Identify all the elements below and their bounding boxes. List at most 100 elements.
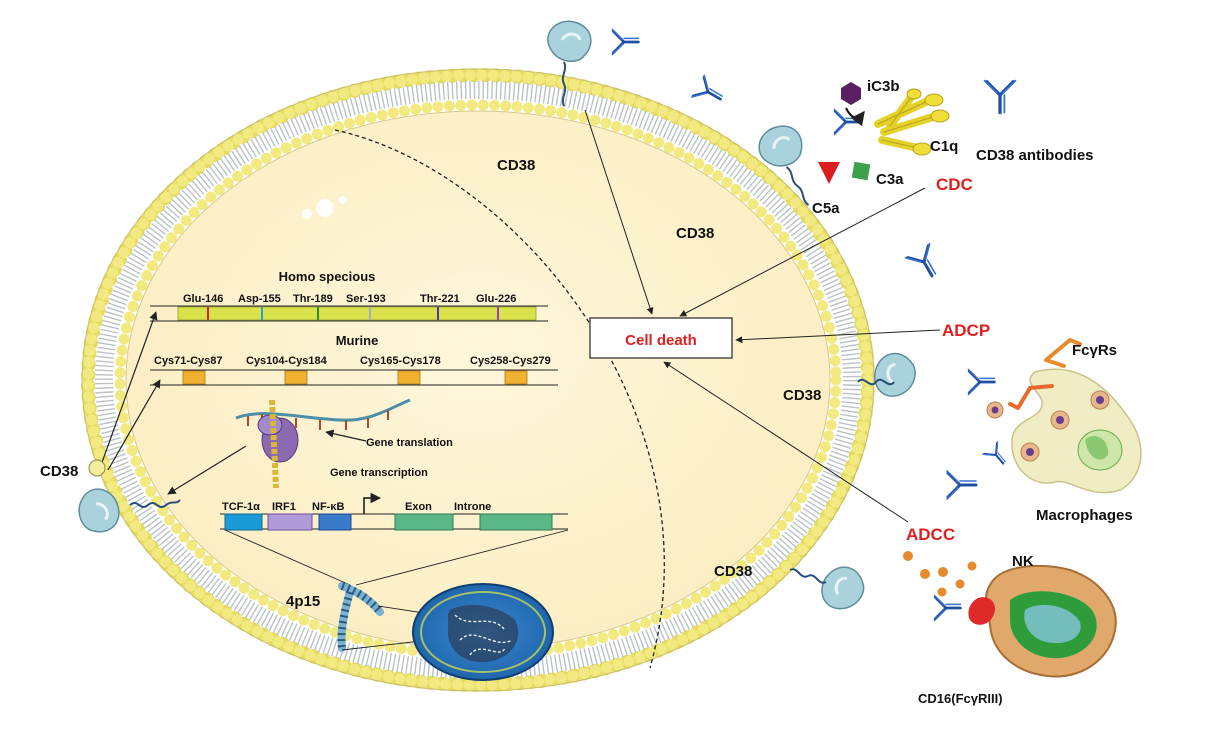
murine-bond: Cys71-Cys87 — [154, 355, 223, 367]
granule-icon — [903, 551, 913, 561]
granule-icon — [938, 567, 948, 577]
antibodies-label: CD38 antibodies — [976, 147, 1094, 164]
rotation-arrow-icon — [845, 107, 865, 127]
ic3b-hexagon-icon — [841, 82, 861, 105]
homo-site: Thr-221 — [420, 293, 460, 305]
zoom-line — [224, 529, 351, 586]
arrow-ribosome-to-receptor — [167, 445, 247, 495]
murine-title: Murine — [336, 333, 379, 348]
cd38-label: CD38 — [714, 563, 752, 580]
homo-site: Glu-226 — [476, 293, 516, 305]
locus-label: 4p15 — [286, 593, 320, 610]
phagosome-icon — [986, 401, 1004, 419]
adcc-label: ADCC — [906, 525, 955, 544]
dashed-boundary — [334, 129, 665, 669]
antibody-icon — [832, 108, 862, 136]
macrophage-cell — [986, 338, 1142, 494]
cdc-label: CDC — [936, 175, 973, 194]
cd16-receptor-icon — [968, 597, 996, 625]
cd38-label: CD38 — [676, 225, 714, 242]
murine-sequence — [150, 369, 558, 386]
membrane-outer-heads — [82, 69, 874, 691]
granule-icon — [937, 587, 947, 597]
adcp-label: ADCP — [942, 321, 990, 340]
gene-translation-label: Gene translation — [366, 437, 453, 449]
cd38-receptor-lower-right — [813, 558, 873, 619]
antibody-icon — [982, 79, 1018, 115]
cell-death-box — [589, 317, 733, 359]
c5a-triangle-icon — [818, 162, 840, 184]
c1q-label: C1q — [930, 138, 958, 155]
phagosome-icon — [1050, 410, 1070, 430]
antibody-icon — [903, 242, 946, 285]
receptor-helix — [129, 499, 181, 508]
homo-site: Thr-189 — [293, 293, 333, 305]
exon-label: Exon — [405, 501, 432, 513]
nucleus-icon — [412, 583, 554, 681]
vesicle — [316, 199, 334, 217]
phagosome-icon — [1020, 442, 1040, 462]
granule-icon — [967, 561, 977, 571]
arrow-cd38-to-homo — [99, 311, 158, 469]
cd38-receptor-top — [546, 19, 593, 107]
antibody-icon — [690, 73, 729, 112]
fcgrs-label: FcγRs — [1072, 342, 1117, 359]
cd38-label: CD38 — [40, 463, 78, 480]
gene-structure — [220, 492, 568, 531]
membrane-outline — [81, 68, 875, 692]
c3a-label: C3a — [876, 171, 904, 188]
antibody-icon — [610, 28, 640, 56]
receptor-helix — [857, 378, 895, 386]
homo-site: Glu-146 — [183, 293, 223, 305]
murine-bond: Cys258-Cys279 — [470, 355, 551, 367]
arrow-cd38-to-murine — [107, 379, 161, 471]
antibody-icon — [966, 368, 996, 396]
homo-title: Homo specious — [279, 269, 376, 284]
arrow-receptor-to-death — [584, 109, 654, 315]
c3a-square-icon — [851, 161, 871, 181]
arrow-translation — [325, 429, 367, 442]
phagosome-icon — [1090, 390, 1110, 410]
cd38-receptor-upper-right — [750, 116, 811, 206]
zoom-line — [355, 529, 569, 586]
nk-cell — [968, 564, 1117, 678]
homo-site: Asp-155 — [238, 293, 281, 305]
arrow-cdc-to-death — [679, 187, 926, 317]
irf-label: IRF1 — [272, 501, 296, 513]
ribosome-icon — [235, 398, 411, 489]
homo-sequence — [150, 305, 548, 322]
arrow-adcc-to-death — [663, 361, 909, 523]
antibody-icon — [945, 469, 978, 501]
c1q-icon — [874, 88, 950, 156]
cd16-label: CD16(FcγRIII) — [918, 691, 1003, 706]
cd38-label: CD38 — [497, 157, 535, 174]
antibody-icon — [981, 440, 1012, 471]
gene-transcription-label: Gene transcription — [330, 467, 428, 479]
tss-arrow-icon — [363, 492, 382, 514]
granule-icon — [920, 569, 930, 579]
vesicle — [339, 196, 347, 204]
intron-label: Introne — [454, 501, 491, 513]
antibody-icon — [932, 594, 962, 622]
cd38-marker — [88, 459, 106, 477]
cell-death-label: Cell death — [625, 332, 697, 349]
nk-label: NK — [1012, 553, 1034, 570]
tcf-label: TCF-1α — [222, 501, 260, 513]
receptor-helix — [789, 568, 827, 584]
c5a-label: C5a — [812, 200, 840, 217]
granule-icon — [955, 579, 965, 589]
fcgr-icon — [1008, 338, 1082, 410]
chromosome-icon — [337, 582, 384, 652]
nfkb-label: NF-κB — [312, 501, 344, 513]
arrow-adcp-to-death — [735, 329, 941, 344]
macrophages-label: Macrophages — [1036, 507, 1133, 524]
murine-bond: Cys104-Cys184 — [246, 355, 328, 367]
ic3b-label: iC3b — [867, 78, 900, 95]
vesicle — [302, 209, 312, 219]
homo-site: Ser-193 — [346, 293, 386, 305]
membrane-tails — [95, 81, 861, 679]
cd38-label: CD38 — [783, 387, 821, 404]
cd38-receptor-right — [869, 348, 920, 402]
murine-bond: Cys165-Cys178 — [360, 355, 441, 367]
